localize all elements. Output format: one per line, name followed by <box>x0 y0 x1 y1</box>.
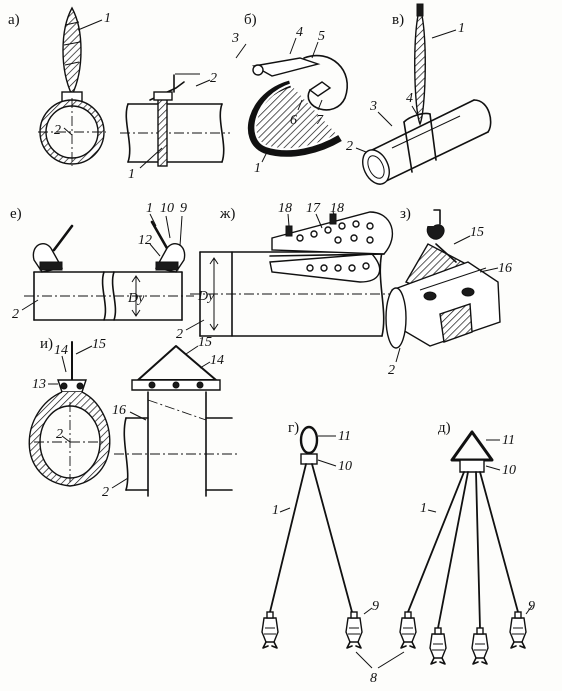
callout-17-zh: 17 <box>306 201 321 216</box>
panel-b: б) 3 4 5 6 7 1 <box>231 12 348 176</box>
pipe-i-side <box>125 417 233 491</box>
callout-2-z: 2 <box>388 363 395 378</box>
grip-hook-g-right <box>345 611 363 649</box>
pipe-side-view <box>127 103 223 163</box>
callout-10-e: 10 <box>160 201 174 216</box>
callout-1-b: 1 <box>254 161 261 176</box>
callout-14-i2: 14 <box>210 353 224 368</box>
pipe-e <box>33 271 183 321</box>
panel-label-e: е) <box>10 206 22 222</box>
callout-8: 8 <box>370 671 377 686</box>
panel-i: и) 15 14 13 2 15 14 16 2 <box>28 335 240 500</box>
callout-1-g: 1 <box>272 503 279 518</box>
panel-v: в) 1 2 3 4 <box>346 3 492 185</box>
callout-14-i: 14 <box>54 343 68 358</box>
callout-12-e: 12 <box>138 233 152 248</box>
grip-band <box>247 80 342 157</box>
callout-13-i: 13 <box>32 377 46 392</box>
grip-hook-g-left <box>261 611 279 649</box>
callout-1-e: 1 <box>146 201 153 216</box>
sling-branch-d-2 <box>437 471 469 629</box>
callout-15-i2: 15 <box>198 335 212 350</box>
panel-a: а) 1 2 2 1 <box>8 6 230 182</box>
sling-band <box>157 95 168 167</box>
grip-hook <box>303 54 348 111</box>
callout-8-group: 8 <box>355 651 405 686</box>
callout-1-v: 1 <box>458 21 465 36</box>
dim-dy-zh: Dy <box>197 289 215 304</box>
ring-link-g <box>299 425 319 455</box>
callout-4-b: 4 <box>296 25 303 40</box>
callout-2-zh: 2 <box>176 327 183 342</box>
callout-10-g: 10 <box>338 459 352 474</box>
sling-branch-g-right <box>311 463 353 613</box>
grip-hook-d-4 <box>509 611 527 649</box>
grip-hook-d-1 <box>399 611 417 649</box>
pipe-grip-handle <box>251 57 321 77</box>
sling-strap <box>414 5 426 126</box>
callout-3-v: 3 <box>369 99 377 114</box>
callout-10-d: 10 <box>502 463 516 478</box>
panel-g: г) 11 10 1 9 <box>261 420 379 649</box>
panel-label-zh: ж) <box>219 206 235 222</box>
callout-2-a2: 2 <box>210 71 217 86</box>
callout-18-zh-left: 18 <box>278 201 292 216</box>
sling-branch-d-4 <box>479 471 519 613</box>
triangle-frame <box>137 345 217 381</box>
callout-2-a: 2 <box>54 123 61 138</box>
panel-label-d: д) <box>438 420 451 436</box>
panel-label-z: з) <box>400 206 411 222</box>
callout-11-g: 11 <box>338 429 351 444</box>
callout-11-d: 11 <box>502 433 515 448</box>
callout-4-v: 4 <box>406 91 413 106</box>
callout-9-g: 9 <box>372 599 379 614</box>
callout-15-z: 15 <box>470 225 484 240</box>
callout-3-b: 3 <box>231 31 239 46</box>
callout-18-zh-right: 18 <box>330 201 344 216</box>
panel-label-a: а) <box>8 12 20 28</box>
sling-branch-d-1 <box>407 471 465 613</box>
sling-branch-d-3 <box>475 471 481 629</box>
callout-9-d: 9 <box>528 599 535 614</box>
callout-7-b: 7 <box>316 113 324 128</box>
callout-16-z: 16 <box>498 261 512 276</box>
callout-6-b: 6 <box>290 113 297 128</box>
callout-15-i: 15 <box>92 337 106 352</box>
panel-label-v: в) <box>392 12 404 28</box>
triangle-link-d <box>450 430 494 462</box>
sling-branch-g-left <box>269 463 307 613</box>
callout-2-v: 2 <box>346 139 353 154</box>
beam-holes <box>296 220 374 272</box>
panel-label-i: и) <box>40 336 53 352</box>
pipe-open-end <box>362 149 390 185</box>
pipe-body <box>371 99 489 185</box>
callout-2-i: 2 <box>56 427 63 442</box>
panel-e: е) Dy 2 1 10 9 12 <box>10 201 194 322</box>
callout-9-e: 9 <box>180 201 187 216</box>
panel-d: д) 11 10 1 9 <box>399 420 535 665</box>
dim-dy-e: Dy <box>127 291 145 306</box>
callout-5-b: 5 <box>318 29 325 44</box>
sling-loop <box>62 6 82 97</box>
callout-1-d: 1 <box>420 501 427 516</box>
grip-hook-d-2 <box>429 627 447 665</box>
callout-2-i2: 2 <box>102 485 109 500</box>
grip-hook-d-3 <box>471 627 489 665</box>
callout-2-e: 2 <box>12 307 19 322</box>
panel-label-g: г) <box>288 420 299 436</box>
panel-label-b: б) <box>244 12 257 28</box>
callout-1-a: 1 <box>104 11 111 26</box>
callout-1-a2: 1 <box>128 167 135 182</box>
panel-zh: ж) Dy 18 17 18 2 <box>176 201 394 342</box>
crane-hook <box>426 224 445 240</box>
panel-z: з) 15 16 2 <box>385 206 512 378</box>
callout-16-i: 16 <box>112 403 126 418</box>
